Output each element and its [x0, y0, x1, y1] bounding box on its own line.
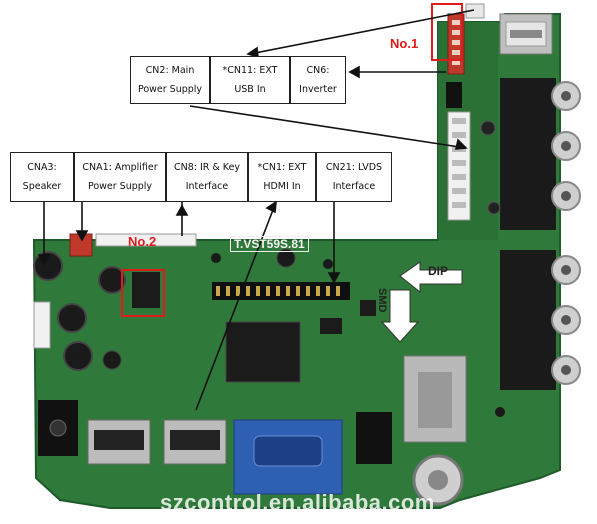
callout-cn11-ext-usb: *CN11: EXT USB In [210, 56, 290, 104]
dip-label: DIP [428, 264, 449, 278]
cn6-line2: Inverter [299, 83, 337, 95]
no1-highlight [431, 3, 463, 61]
cn8-header [95, 233, 197, 247]
cn11-line1-text: CN11: EXT [227, 65, 278, 76]
cn6-line1: CN6: [306, 65, 330, 76]
tag-no2: No.2 [128, 234, 157, 249]
no2-highlight [121, 269, 165, 317]
cna3-connector [33, 301, 51, 349]
callout-cna1-amplifier-power: CNA1: Amplifier Power Supply [74, 152, 166, 202]
dip-arrow [399, 261, 463, 294]
smd-arrow [380, 289, 420, 343]
cn1-mark: * [257, 161, 263, 173]
cn1-line1: *CN1: EXT [257, 161, 307, 173]
cn11-line1: *CN11: EXT [223, 66, 278, 76]
watermark-text: szcontrol.en.alibaba.com [160, 490, 435, 515]
cn1-line1-text: CN1: EXT [262, 161, 307, 173]
cn21-line1: CN21: LVDS [325, 161, 383, 173]
callout-cn1-ext-hdmi: *CN1: EXT HDMI In [248, 152, 316, 202]
smd-label: SMD [376, 288, 388, 313]
tag-no1: No.1 [390, 36, 419, 51]
cn11-mark: * [222, 65, 228, 76]
callout-cn21-lvds: CN21: LVDS Interface [316, 152, 392, 202]
callout-cna3-speaker: CNA3: Speaker [10, 152, 74, 202]
cna1-line2: Power Supply [87, 180, 153, 192]
cn11-line2: USB In [234, 83, 266, 95]
cn1-line2: HDMI In [263, 180, 301, 192]
board-model-label: T.VST59S.81 [230, 236, 309, 252]
callout-cn8-ir-key: CN8: IR & Key Interface [166, 152, 248, 202]
cn8-line2: Interface [185, 180, 229, 192]
cna3-line1: CNA3: [27, 161, 57, 173]
rca-jacks [500, 78, 581, 390]
main-ic [225, 321, 301, 383]
cn21-line2: Interface [332, 180, 376, 192]
cn2-line2: Power Supply [137, 83, 203, 95]
cna3-line2: Speaker [22, 180, 62, 192]
cna1-line1: CNA1: Amplifier [82, 161, 158, 173]
callout-cn6-inverter: CN6: Inverter [290, 56, 346, 104]
cn8-line1: CN8: IR & Key [173, 161, 241, 173]
cn6-connector [446, 82, 462, 108]
callout-cn2-main-power: CN2: Main Power Supply [130, 56, 210, 104]
cn2-line1: CN2: Main [145, 65, 195, 76]
